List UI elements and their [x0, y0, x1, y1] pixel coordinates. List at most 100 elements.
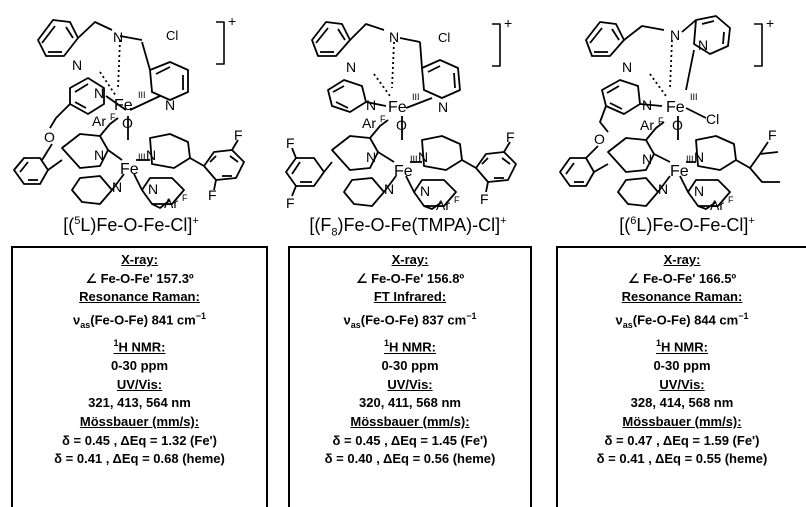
aryl-superscript: F — [454, 195, 460, 205]
uv-values: 320, 411, 568 nm — [359, 395, 461, 411]
angle-value: ∠ Fe-O-Fe' 157.3º — [85, 270, 194, 286]
atom-N: N — [642, 151, 652, 167]
oxidation-state: III — [410, 154, 418, 164]
moss-fe: δ = 0.47 , ΔEq = 1.59 (Fe') — [604, 432, 760, 448]
oxidation-state: III — [686, 154, 694, 164]
atom-N: N — [389, 29, 399, 45]
metal-fe-top: Fe — [666, 99, 685, 116]
angle-value: ∠ Fe-O-Fe' 156.8º — [355, 270, 465, 286]
atom-O-ether: O — [594, 131, 605, 147]
data-box: X-ray: ∠ Fe-O-Fe' 166.5º Resonance Raman… — [556, 246, 806, 507]
atom-N: N — [113, 29, 123, 45]
atom-N: N — [366, 149, 376, 165]
moss-heading: Mössbauer (mm/s): — [622, 414, 742, 429]
nmr-range: 0-30 ppm — [110, 358, 169, 374]
vib-value: νas(Fe-O-Fe) 837 cm−1 — [343, 310, 477, 330]
atom-Cl: Cl — [166, 28, 178, 43]
aryl-superscript: F — [110, 112, 116, 122]
aryl-superscript: F — [728, 195, 734, 205]
atom-N: N — [694, 149, 704, 165]
aryl-group: Ar — [164, 195, 178, 211]
vib-heading: FT Infrared: — [373, 289, 447, 305]
aryl-group: Ar — [710, 197, 724, 212]
panel-6L: N N N N Cl Fe III O O Fe III N N N N F A… — [546, 0, 806, 507]
atom-N: N — [438, 99, 448, 115]
atom-N: N — [146, 147, 156, 163]
compound-name: [(5L)Fe-O-Fe-Cl]+ — [63, 215, 199, 235]
atom-Cl: Cl — [706, 111, 719, 127]
nmr-range: 0-30 ppm — [381, 358, 439, 374]
vib-heading: Resonance Raman: — [79, 289, 200, 305]
moss-heme: δ = 0.41 , ΔEq = 0.55 (heme) — [596, 451, 768, 467]
metal-fe-heme: Fe — [120, 161, 139, 178]
moss-heme: δ = 0.40 , ΔEq = 0.56 (heme) — [324, 451, 496, 467]
charge: + — [766, 15, 774, 31]
oxidation-state: III — [138, 152, 146, 162]
atom-N: N — [346, 59, 356, 75]
moss-heading: Mössbauer (mm/s): — [350, 414, 470, 429]
charge: + — [504, 15, 512, 31]
atom-F: F — [286, 135, 295, 151]
atom-Cl: Cl — [438, 30, 450, 45]
moss-fe: δ = 0.45 , ΔEq = 1.32 (Fe') — [62, 432, 217, 448]
atom-N: N — [670, 27, 680, 43]
aryl-group: Ar — [362, 115, 376, 131]
compound-name: [(F8)Fe-O-Fe(TMPA)-Cl]+ — [309, 215, 507, 239]
data-box: X-ray: ∠ Fe-O-Fe' 157.3º Resonance Raman… — [11, 246, 268, 507]
atom-N: N — [420, 183, 430, 199]
panel-5L: N N N N Cl Fe III O O Fe III N N N N F F… — [0, 0, 270, 507]
atom-F: F — [480, 191, 489, 207]
atom-N: N — [694, 183, 704, 199]
structure-6L: N N N N Cl Fe III O O Fe III N N N N F A… — [559, 15, 780, 212]
atom-O-bridge: O — [396, 117, 407, 133]
metal-fe-top: Fe — [388, 99, 407, 116]
aryl-superscript: F — [182, 193, 188, 203]
atom-F: F — [768, 127, 777, 143]
vib-value: νas(Fe-O-Fe) 841 cm−1 — [73, 310, 206, 330]
nmr-heading: 1H NMR: — [656, 338, 708, 355]
uv-heading: UV/Vis: — [116, 376, 163, 392]
atom-N: N — [165, 97, 175, 113]
aryl-group: Ar — [92, 113, 106, 129]
compound-name: [(6L)Fe-O-Fe-Cl]+ — [619, 215, 755, 235]
moss-heading: Mössbauer (mm/s): — [79, 414, 200, 429]
atom-N: N — [658, 181, 668, 197]
atom-N: N — [698, 37, 708, 53]
oxidation-state: III — [138, 90, 146, 100]
atom-F: F — [286, 195, 295, 211]
xray-heading: X-ray: — [391, 252, 429, 267]
atom-O-bridge: O — [122, 115, 133, 131]
moss-fe: δ = 0.45 , ΔEq = 1.45 (Fe') — [332, 432, 488, 448]
nmr-heading: 1H NMR: — [384, 338, 436, 355]
uv-heading: UV/Vis: — [659, 376, 705, 392]
atom-N: N — [72, 57, 82, 73]
moss-heme: δ = 0.41 , ΔEq = 0.68 (heme) — [54, 451, 225, 467]
data-box: X-ray: ∠ Fe-O-Fe' 156.8º FT Infrared: νa… — [288, 246, 532, 507]
vib-value: νas(Fe-O-Fe) 844 cm−1 — [615, 310, 749, 330]
structure-F8-TMPA: N N N N Cl Fe III O Fe III N N N N F F F… — [285, 15, 517, 212]
oxidation-state: III — [412, 92, 420, 102]
aryl-group: Ar — [436, 197, 450, 212]
uv-values: 321, 413, 564 nm — [88, 395, 191, 411]
uv-values: 328, 414, 568 nm — [630, 395, 734, 411]
metal-fe-heme: Fe — [394, 163, 413, 180]
atom-N: N — [418, 149, 428, 165]
metal-fe-top: Fe — [114, 97, 133, 114]
atom-O-bridge: O — [672, 117, 683, 133]
xray-heading: X-ray: — [663, 252, 701, 267]
xray-heading: X-ray: — [121, 252, 158, 267]
atom-N: N — [384, 181, 394, 197]
nmr-range: 0-30 ppm — [653, 358, 711, 374]
atom-F: F — [208, 187, 217, 203]
atom-N: N — [94, 85, 104, 101]
panel-F8-TMPA: N N N N Cl Fe III O Fe III N N N N F F F… — [270, 0, 546, 507]
vib-heading: Resonance Raman: — [621, 289, 743, 305]
atom-N: N — [148, 181, 158, 197]
atom-F: F — [506, 129, 515, 145]
atom-N: N — [642, 97, 652, 113]
aryl-group: Ar — [640, 117, 654, 133]
atom-N: N — [94, 147, 104, 163]
atom-N: N — [622, 59, 632, 75]
atom-O-ether: O — [44, 129, 55, 145]
angle-value: ∠ Fe-O-Fe' 166.5º — [627, 270, 737, 286]
